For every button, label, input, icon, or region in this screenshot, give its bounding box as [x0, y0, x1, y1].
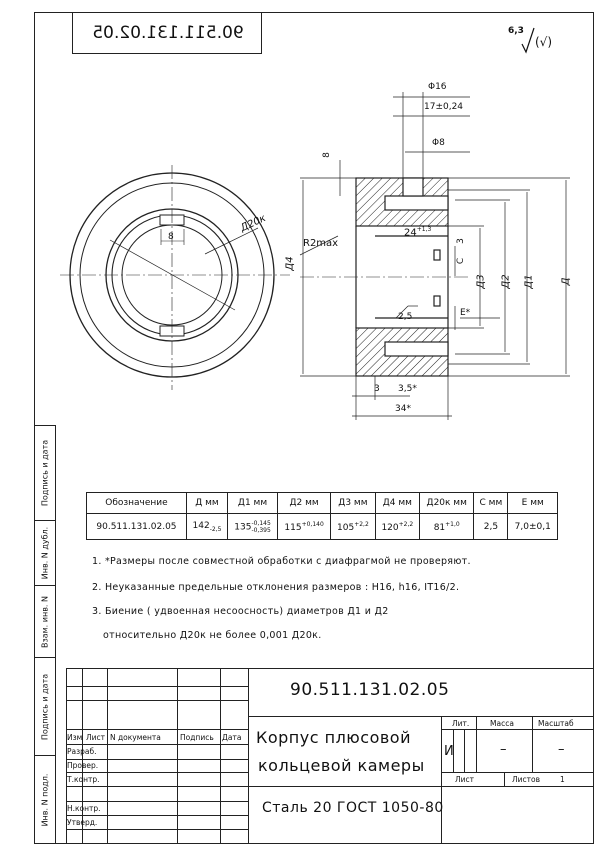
dim-len24: 24+1,3: [404, 226, 432, 239]
value-masshtab: –: [558, 742, 565, 757]
spec-header-cell: C мм: [473, 492, 509, 514]
label-lit: Лит.: [452, 719, 470, 728]
spec-header-cell: Д мм: [185, 492, 229, 514]
spec-table-header: Обозначение Д мм Д1 мм Д2 мм Д3 мм Д4 мм…: [86, 492, 558, 514]
label-list: Лист: [455, 775, 475, 784]
spec-d20k: 81+1,0: [419, 513, 475, 540]
value-massa: –: [500, 742, 507, 757]
title-name-line2: кольцевой камеры: [258, 756, 425, 775]
dim-c: C: [456, 257, 467, 265]
note-3: 3. Биение ( удвоенная несоосность) диаме…: [92, 606, 389, 617]
d20k-leader: [109, 239, 236, 311]
dim-len17: 17±0,24: [424, 102, 464, 112]
dim-d1: Д1: [523, 274, 535, 289]
dim-d4: Д4: [284, 256, 296, 271]
spec-header-cell: Д2 мм: [276, 492, 332, 514]
row-utverd: Утверд.: [67, 818, 98, 827]
label-masshtab: Масштаб: [538, 719, 574, 728]
col-date: Дата: [222, 733, 242, 742]
side-inv-podl: Инв. N подл.: [34, 755, 56, 844]
dim-rough25: 2,5: [398, 312, 413, 322]
dimension-lines: [299, 92, 570, 420]
dim-r2max: R2max: [303, 238, 339, 249]
mirrored-number-box: [72, 12, 262, 54]
dim-phi8: Φ8: [432, 138, 445, 148]
dim-d2: Д2: [500, 274, 512, 289]
title-doc-number: 90.511.131.02.05: [290, 680, 450, 700]
col-doc: N документа: [110, 733, 161, 742]
row-razrab: Разраб.: [67, 747, 97, 756]
row-nkontr: Н.контр.: [67, 804, 101, 813]
spec-table: Обозначение Д мм Д1 мм Д2 мм Д3 мм Д4 мм…: [86, 492, 558, 540]
row-tkontr: Т.контр.: [67, 775, 100, 784]
dim-bot3: 3: [374, 384, 380, 394]
dim-slot-width: 8: [168, 232, 174, 242]
dim-phi16: Φ16: [428, 82, 447, 92]
side-stamp: [34, 425, 56, 844]
section-view: [300, 177, 470, 377]
col-sign: Подпись: [180, 733, 214, 742]
spec-header-cell: Д20к мм: [419, 492, 475, 514]
side-sign-date-mid: Подпись и дата: [34, 657, 56, 755]
dim-b8: 8: [321, 152, 332, 158]
roughness-symbol: [521, 27, 535, 54]
dim-e: E*: [460, 308, 471, 318]
spec-header-cell: E мм: [507, 492, 558, 514]
spec-table-row: 90.511.131.02.05 142-2,5 135-0,145-0,395…: [86, 513, 558, 540]
dim-c3: 3: [455, 238, 466, 244]
side-inv-dubl: Инв. N дубл.: [34, 520, 56, 585]
spec-d4: 120+2,2: [374, 513, 421, 540]
spec-header-cell: Обозначение: [86, 492, 187, 514]
dim-d3: Д3: [475, 274, 487, 289]
value-listov: 1: [560, 775, 565, 784]
drawing-frame: [34, 12, 594, 844]
note-1: 1. *Размеры после совместной обработки с…: [92, 556, 471, 567]
row-prover: Провер.: [67, 761, 99, 770]
label-massa: Масса: [490, 719, 514, 728]
col-izm: Изм: [67, 733, 83, 742]
col-list: Лист: [86, 733, 106, 742]
title-name-line1: Корпус плюсовой: [256, 728, 411, 747]
spec-e: 7,0±0,1: [507, 513, 558, 540]
note-4: относительно Д20к не более 0,001 Д20к.: [103, 630, 322, 641]
spec-header-cell: Д3 мм: [330, 492, 376, 514]
value-lit: И: [444, 744, 454, 759]
label-listov: Листов: [512, 775, 541, 784]
dim-d: Д: [560, 277, 572, 286]
roughness-value: 6,3: [508, 26, 524, 36]
spec-designation: 90.511.131.02.05: [86, 513, 187, 540]
dim-bot34: 34*: [395, 404, 411, 414]
spec-d1: 135-0,145-0,395: [227, 513, 278, 540]
note-2: 2. Неуказанные предельные отклонения раз…: [92, 582, 460, 593]
spec-c: 2,5: [473, 513, 509, 540]
spec-header-cell: Д1 мм: [227, 492, 278, 514]
side-vzam-inv: Взам. инв. N: [34, 585, 56, 657]
spec-header-cell: Д4 мм: [374, 492, 421, 514]
side-sign-date-top: Подпись и дата: [34, 425, 56, 520]
front-view: [60, 165, 290, 390]
title-block: [66, 668, 594, 844]
spec-d2: 115+0,140: [276, 513, 332, 540]
spec-d3: 105+2,2: [330, 513, 376, 540]
spec-d: 142-2,5: [185, 513, 229, 540]
dim-bot35: 3,5*: [398, 384, 417, 394]
roughness-suffix: (√): [535, 35, 553, 49]
title-material: Сталь 20 ГОСТ 1050-80: [262, 800, 444, 816]
